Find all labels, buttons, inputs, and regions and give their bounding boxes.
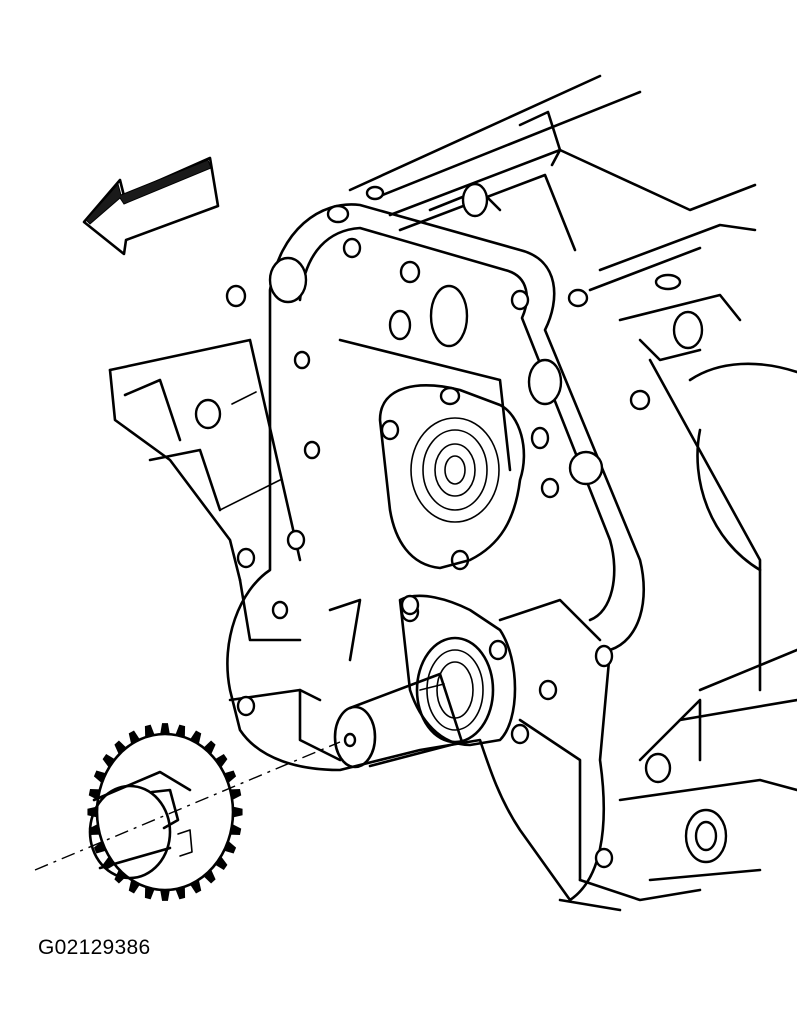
gasket	[225, 185, 651, 902]
crankshaft-end	[333, 672, 464, 769]
crankshaft-sprocket	[87, 723, 243, 901]
direction-arrow	[82, 156, 220, 256]
figure-id-label: G02129386	[38, 936, 151, 959]
camshaft-boss	[378, 384, 526, 570]
sprocket-tooth	[160, 723, 170, 735]
centerline	[34, 741, 341, 871]
crankshaft-housing	[398, 594, 517, 747]
sprocket-tooth	[160, 889, 170, 901]
engine-block	[108, 74, 797, 912]
